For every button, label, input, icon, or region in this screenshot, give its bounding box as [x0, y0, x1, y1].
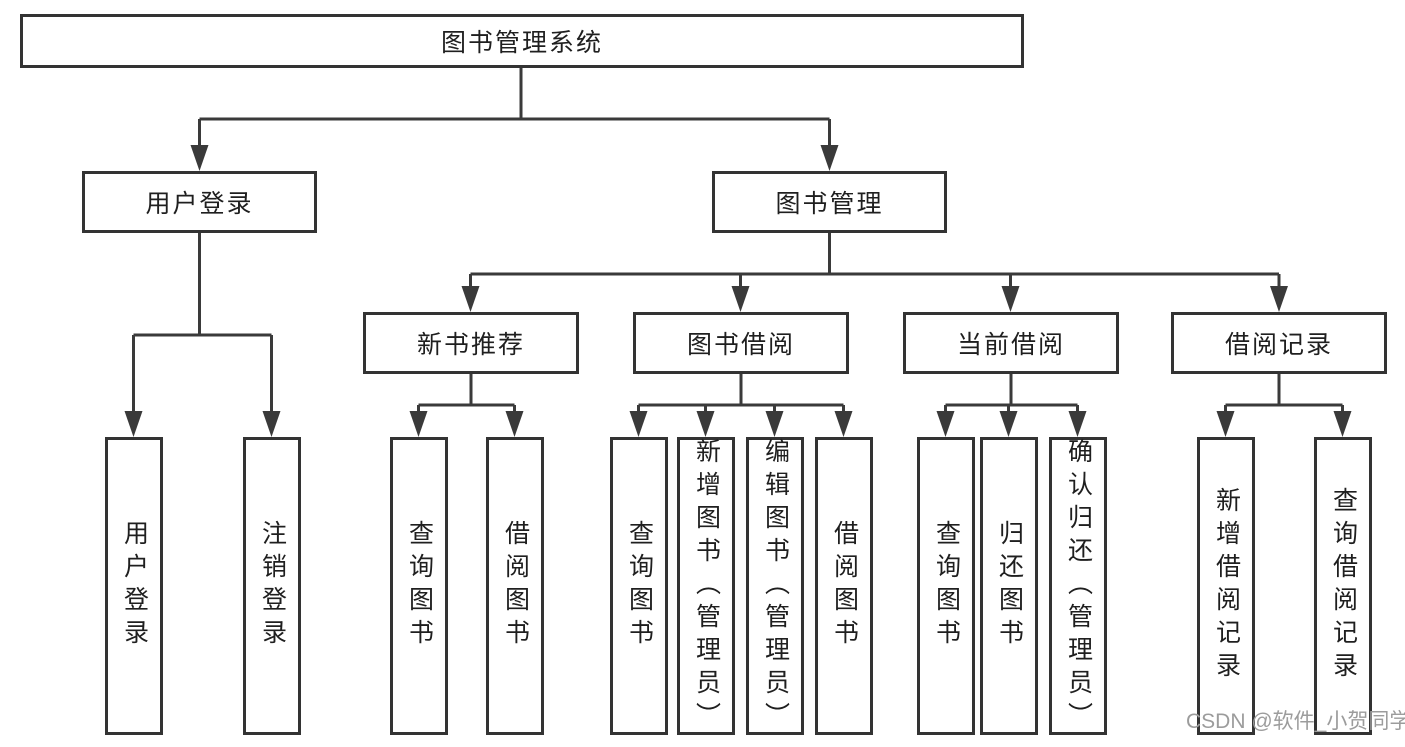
node-book-borrow: 图书借阅 — [633, 312, 849, 374]
arrowhead — [1068, 411, 1087, 437]
node-new-book-recommend: 新书推荐 — [363, 312, 579, 374]
node-label: 图书管理 — [775, 190, 884, 218]
leaf-confirm-return-admin: 确认归还（管理员） — [1049, 437, 1107, 735]
leaf-add-borrow-record: 新增借阅记录 — [1197, 437, 1255, 735]
csdn-watermark: CSDN @软件_小贺同学 — [1186, 710, 1405, 733]
arrowhead — [820, 145, 839, 171]
arrowhead — [834, 411, 853, 437]
node-root: 图书管理系统 — [20, 14, 1024, 68]
arrowhead — [765, 411, 784, 437]
connector-book-borrow — [629, 374, 853, 437]
leaf-borrow-book: 借阅图书 — [815, 437, 873, 735]
arrowhead — [936, 411, 955, 437]
leaf-user-login: 用户登录 — [105, 437, 163, 735]
node-current-borrow: 当前借阅 — [903, 312, 1119, 374]
node-label: 编辑图书（管理员） — [761, 437, 790, 735]
node-label: 图书管理系统 — [440, 29, 603, 57]
connector-book-management — [461, 233, 1288, 312]
connector-current-borrow — [936, 374, 1087, 437]
leaf-borrow-book-recommend: 借阅图书 — [486, 437, 544, 735]
arrowhead — [124, 411, 143, 437]
node-label: 用户登录 — [145, 190, 254, 218]
node-label: 确认归还（管理员） — [1064, 437, 1093, 735]
node-label: 查询借阅记录 — [1329, 487, 1358, 685]
arrowhead — [461, 286, 480, 312]
leaf-query-borrow-record: 查询借阅记录 — [1314, 437, 1372, 735]
node-label: 借阅图书 — [830, 520, 859, 652]
arrowhead — [696, 411, 715, 437]
node-label: 查询图书 — [625, 520, 654, 652]
arrowhead — [629, 411, 648, 437]
node-label: 查询图书 — [932, 520, 961, 652]
arrowhead — [1270, 286, 1288, 312]
node-label: 新书推荐 — [416, 331, 525, 359]
leaf-query-book-recommend: 查询图书 — [390, 437, 448, 735]
node-label: 注销登录 — [258, 520, 287, 652]
arrowhead — [1216, 411, 1235, 437]
node-label: 借阅图书 — [501, 520, 530, 652]
node-label: 当前借阅 — [956, 331, 1065, 359]
connector-new-book-recommend — [409, 374, 524, 437]
connector-root — [190, 68, 839, 171]
arrowhead — [731, 286, 750, 312]
leaf-logout-login: 注销登录 — [243, 437, 301, 735]
arrowhead — [1333, 411, 1352, 437]
arrowhead — [999, 411, 1018, 437]
arrowhead — [262, 411, 281, 437]
arrowhead — [1001, 286, 1020, 312]
leaf-query-book-borrow: 查询图书 — [610, 437, 668, 735]
arrowhead — [409, 411, 428, 437]
leaf-return-book: 归还图书 — [980, 437, 1038, 735]
leaf-add-book-admin: 新增图书（管理员） — [677, 437, 735, 735]
node-user-login: 用户登录 — [82, 171, 317, 233]
node-label: 新增图书（管理员） — [692, 437, 721, 735]
node-book-management: 图书管理 — [712, 171, 947, 233]
arrowhead — [190, 145, 209, 171]
node-label: 新增借阅记录 — [1212, 487, 1241, 685]
arrowhead — [505, 411, 524, 437]
connector-user-login — [124, 233, 281, 437]
node-borrow-records: 借阅记录 — [1171, 312, 1387, 374]
connector-borrow-records — [1216, 374, 1352, 437]
leaf-edit-book-admin: 编辑图书（管理员） — [746, 437, 804, 735]
leaf-query-book-current: 查询图书 — [917, 437, 975, 735]
node-label: 归还图书 — [995, 520, 1024, 652]
node-label: 查询图书 — [405, 520, 434, 652]
node-label: 图书借阅 — [686, 331, 795, 359]
node-label: 用户登录 — [120, 520, 149, 652]
node-label: 借阅记录 — [1224, 331, 1333, 359]
